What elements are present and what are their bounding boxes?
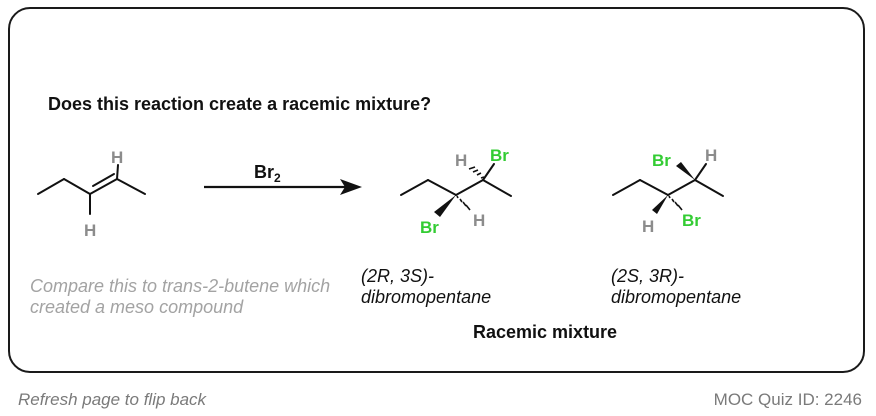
racemic-mixture-label: Racemic mixture <box>473 322 618 342</box>
bromine-atom-label: Br <box>652 151 671 170</box>
reagent-label: Br2 <box>254 162 281 185</box>
hash-bond <box>668 195 683 211</box>
bond <box>116 164 119 180</box>
bond <box>455 179 484 196</box>
question-text: Does this reaction create a racemic mixt… <box>48 94 432 114</box>
bond <box>612 179 641 196</box>
bromine-atom-label: Br <box>420 218 439 237</box>
double-bond <box>89 178 118 195</box>
product-name-2: (2S, 3R)- dibromopentane <box>611 266 741 308</box>
bromine-atom-label: Br <box>490 146 509 165</box>
bond <box>427 179 457 196</box>
hydrogen-atom-label: H <box>705 146 717 165</box>
quiz-id: MOC Quiz ID: 2246 <box>713 390 862 409</box>
bond <box>37 178 65 195</box>
bromine-atom-label: Br <box>682 211 701 230</box>
product-molecule-1 <box>400 163 512 217</box>
wedge-bond <box>652 195 668 214</box>
bond <box>63 178 91 195</box>
wedge-bond <box>434 195 456 217</box>
double-bond-inner <box>92 173 115 187</box>
comparison-note: Compare this to trans-2-butene which cre… <box>30 276 331 317</box>
product-name-1-line1: (2R, 3S)- <box>361 266 435 286</box>
bond <box>116 178 146 195</box>
product-name-2-line2: dibromopentane <box>611 287 742 307</box>
bond <box>639 179 669 196</box>
hydrogen-atom-label: H <box>455 151 467 170</box>
bond <box>694 163 707 181</box>
bond <box>667 179 696 196</box>
reagent-symbol: Br <box>254 162 274 182</box>
refresh-hint[interactable]: Refresh page to flip back <box>18 390 207 409</box>
reaction-arrow <box>204 179 362 195</box>
hash-bond <box>456 195 471 211</box>
hash-bond <box>468 166 485 179</box>
hydrogen-atom-label: H <box>473 211 485 230</box>
product-name-1: (2R, 3S)- dibromopentane <box>361 266 491 308</box>
product-name-1-line2: dibromopentane <box>361 287 492 307</box>
wedge-bond <box>676 162 695 180</box>
hydrogen-atom-label: H <box>84 221 96 240</box>
bond <box>482 179 512 197</box>
reagent-subscript: 2 <box>274 171 281 185</box>
product-molecule-2 <box>612 162 724 214</box>
bond <box>400 179 429 196</box>
reactant-molecule <box>37 164 146 215</box>
hydrogen-atom-label: H <box>642 217 654 236</box>
hydrogen-atom-label: H <box>111 148 123 167</box>
bond <box>694 179 724 197</box>
bond <box>482 163 495 181</box>
product-name-2-line1: (2S, 3R)- <box>611 266 685 286</box>
quiz-card <box>8 7 865 373</box>
